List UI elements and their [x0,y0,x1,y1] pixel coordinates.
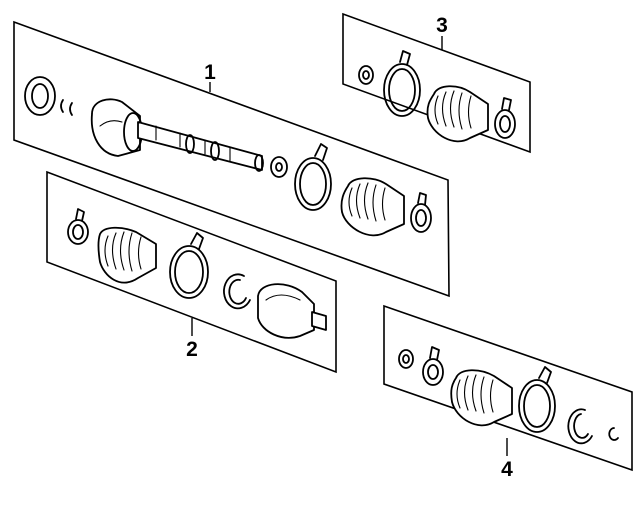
callout-4: 4 [501,458,513,481]
panel-1-axle-assembly [13,20,450,298]
boot-clamp-small-icon [410,192,432,233]
cv-boot-icon [450,369,513,427]
cv-boot-icon [97,226,157,284]
snap-ring-icon [567,408,593,445]
cv-boot-icon [426,85,489,143]
panel-2-inner-joint-kit [46,170,337,374]
boot-clamp-small-icon [67,208,89,245]
washer-icon [358,65,374,85]
boot-clamp-large-icon [169,232,209,299]
snap-ring-icon [223,273,251,310]
panel-4-boot-kit [383,304,633,472]
cv-boot-icon [340,177,405,237]
axle-shaft-icon [137,121,264,172]
seal-ring-icon [24,76,56,116]
snap-clip-icon [60,99,73,116]
boot-clamp-large-icon [518,366,556,433]
boot-clamp-small-icon [494,97,516,139]
boot-clamp-small-icon [422,346,444,386]
callout-1: 1 [204,61,216,84]
washer-icon [270,156,288,178]
inner-joint-housing-icon [257,283,327,339]
callout-2: 2 [186,338,198,361]
washer-icon [398,349,414,369]
boot-clamp-large-icon [383,50,421,117]
callout-3: 3 [436,14,448,37]
snap-clip-icon [608,427,619,441]
panel-3-boot-kit [342,12,531,154]
boot-clamp-large-icon [294,143,332,211]
